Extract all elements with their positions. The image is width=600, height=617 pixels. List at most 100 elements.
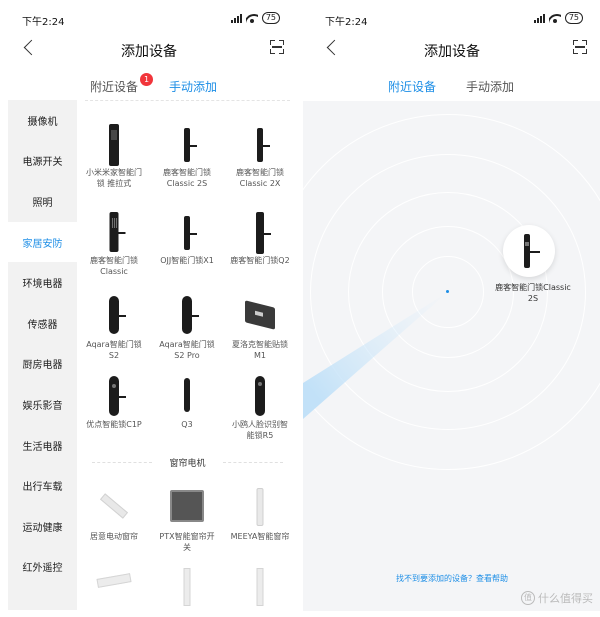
curtain-motor-icon	[96, 573, 132, 588]
wifi-icon	[246, 13, 258, 23]
device-grid: 小米米家智能门锁 推拉式 鹿客智能门锁Classic 2S 鹿客智能门锁Clas…	[77, 100, 298, 610]
page-title: 添加设备	[121, 44, 177, 60]
header: 添加设备	[0, 38, 298, 64]
device-name: 小米米家智能门锁 推拉式	[86, 168, 142, 188]
curtain-motor-icon	[99, 493, 129, 519]
category-item-ir-remote[interactable]: 红外遥控	[22, 563, 63, 575]
category-item-power-switch[interactable]: 电源开关	[22, 157, 63, 169]
device-name: 居意电动窗帘	[90, 532, 138, 541]
tab-nearby-devices[interactable]: 附近设备 1	[90, 73, 154, 95]
wifi-icon	[549, 13, 561, 23]
smart-lock-icon	[184, 216, 197, 250]
radar-ring	[303, 114, 600, 470]
watermark-text: 什么值得买	[538, 592, 593, 605]
device-card[interactable]: Q3	[152, 372, 222, 430]
category-item-home-security[interactable]: 家居安防	[8, 221, 77, 263]
device-name: MEEYA智能窗帘	[230, 532, 290, 541]
device-name: 鹿客智能门锁Q2	[230, 256, 290, 265]
tab-bar: 附近设备 1 手动添加	[0, 73, 298, 98]
device-card[interactable]: Aqara智能门锁 S2	[79, 292, 149, 361]
curtain-motor-icon	[256, 488, 264, 526]
device-card[interactable]: 居意电动窗帘	[79, 484, 149, 542]
device-name: 小鸥人脸识别智能锁R5	[232, 420, 288, 440]
device-card[interactable]	[225, 564, 295, 608]
device-card[interactable]	[152, 564, 222, 608]
device-card[interactable]: 鹿客智能门锁Classic 2S	[152, 120, 222, 189]
category-item-sensor[interactable]: 传感器	[27, 319, 58, 331]
device-card[interactable]: 优点智能锁C1P	[79, 372, 149, 430]
device-card[interactable]: 小鸥人脸识别智能锁R5	[225, 372, 295, 441]
category-item-lighting[interactable]: 照明	[32, 197, 53, 209]
smart-lock-icon	[245, 300, 275, 330]
tab-bar: 附近设备 手动添加	[303, 78, 600, 98]
device-card[interactable]: 鹿客智能门锁Classic	[79, 208, 149, 277]
curtain-motor-icon	[256, 568, 264, 606]
device-name: PTX智能窗帘开关	[159, 532, 215, 552]
device-card[interactable]	[79, 564, 149, 608]
brand-logo-icon: 值	[521, 591, 535, 605]
category-item-kitchen[interactable]: 厨房电器	[22, 360, 63, 372]
battery-indicator: 75	[261, 12, 280, 24]
device-name: Q3	[181, 420, 193, 429]
smart-lock-icon	[184, 128, 197, 162]
tab-manual-add[interactable]: 手动添加	[466, 80, 515, 94]
device-card[interactable]: 小米米家智能门锁 推拉式	[79, 120, 149, 189]
smart-lock-icon	[109, 124, 119, 166]
smart-lock-icon	[109, 296, 126, 334]
curtain-motor-icon	[183, 568, 191, 606]
category-item-camera[interactable]: 摄像机	[27, 116, 58, 128]
found-device-button[interactable]	[503, 225, 555, 277]
tab-nearby-label: 附近设备	[90, 80, 139, 94]
smart-lock-icon	[255, 376, 265, 416]
manual-add-screen: 下午2:24 75 添加设备 附近设备 1 手动添加 摄像机 电源开关 照明 家…	[0, 0, 298, 617]
header: 添加设备	[303, 38, 600, 64]
battery-indicator: 75	[564, 12, 583, 24]
nearby-devices-screen: 下午2:24 75 添加设备 附近设备 手动添加	[303, 0, 600, 617]
radar-scan-area: 鹿客智能门锁Classic 2S 找不到要添加的设备？查看帮助	[303, 101, 600, 611]
scan-qr-icon[interactable]	[270, 40, 284, 54]
status-time: 下午2:24	[22, 17, 65, 28]
divider	[85, 100, 290, 102]
device-card[interactable]: Aqara智能门锁 S2 Pro	[152, 292, 222, 361]
found-device-name: 鹿客智能门锁Classic 2S	[495, 283, 571, 303]
device-name: 夏洛克智能贴锁M1	[232, 340, 288, 360]
tab-manual-add[interactable]: 手动添加	[169, 80, 218, 94]
device-name: 鹿客智能门锁Classic	[90, 256, 138, 276]
section-title-curtain: 窗帘电机	[77, 456, 298, 469]
smart-lock-icon	[109, 212, 126, 252]
help-link[interactable]: 找不到要添加的设备？查看帮助	[396, 574, 508, 583]
category-item-appliance[interactable]: 生活电器	[22, 441, 63, 453]
category-item-entertainment[interactable]: 娱乐影音	[22, 400, 63, 412]
device-name: 优点智能锁C1P	[86, 420, 142, 429]
status-bar: 下午2:24 75	[303, 10, 600, 30]
device-name: Aqara智能门锁 S2 Pro	[159, 340, 215, 360]
device-name: 鹿客智能门锁Classic 2X	[236, 168, 284, 188]
divider	[298, 0, 303, 617]
smart-lock-icon	[182, 296, 199, 334]
smart-lock-icon	[109, 376, 126, 416]
device-name: Aqara智能门锁 S2	[86, 340, 142, 360]
smart-lock-icon	[524, 234, 540, 268]
notification-badge: 1	[140, 73, 154, 86]
status-time: 下午2:24	[325, 17, 368, 28]
device-card[interactable]: 鹿客智能门锁Classic 2X	[225, 120, 295, 189]
smart-lock-icon	[256, 212, 271, 254]
device-card[interactable]: PTX智能窗帘开关	[152, 484, 222, 553]
category-item-environment[interactable]: 环境电器	[22, 279, 63, 291]
watermark: 值 什么值得买	[521, 590, 593, 606]
device-card[interactable]: 鹿客智能门锁Q2	[225, 208, 295, 266]
category-item-vehicle[interactable]: 出行车载	[22, 482, 63, 494]
signal-icon	[230, 13, 242, 23]
radar-center-dot	[446, 290, 449, 293]
smart-lock-icon	[184, 378, 190, 412]
device-card[interactable]: MEEYA智能窗帘	[225, 484, 295, 542]
category-item-sports-health[interactable]: 运动健康	[22, 522, 63, 534]
tab-nearby-devices[interactable]: 附近设备	[388, 80, 437, 94]
device-name: OJJ智能门锁X1	[160, 256, 214, 265]
scan-qr-icon[interactable]	[573, 40, 587, 54]
radar-sweep	[303, 292, 448, 419]
smart-lock-icon	[257, 128, 270, 162]
curtain-switch-icon	[170, 490, 204, 522]
device-card[interactable]: 夏洛克智能贴锁M1	[225, 292, 295, 361]
device-card[interactable]: OJJ智能门锁X1	[152, 208, 222, 266]
